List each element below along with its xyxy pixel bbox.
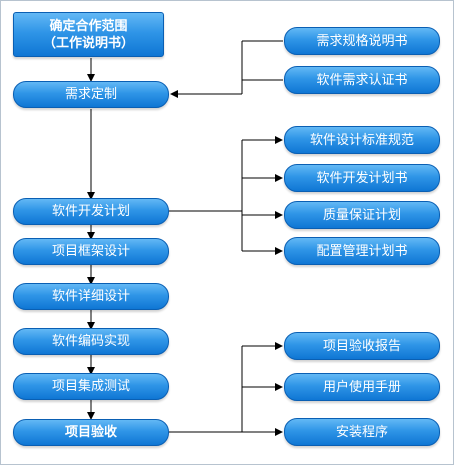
- node-req-cert: 软件需求认证书: [284, 66, 440, 94]
- node-req-spec: 需求规格说明书: [284, 27, 440, 55]
- node-software-dev-plan: 软件开发计划: [13, 198, 169, 225]
- node-detailed-design: 软件详细设计: [13, 283, 169, 310]
- node-project-acceptance: 项目验收: [13, 419, 169, 446]
- node-quality-plan: 质量保证计划: [284, 201, 440, 229]
- node-coding: 软件编码实现: [13, 328, 169, 355]
- node-config-plan: 配置管理计划书: [284, 237, 440, 265]
- node-integration-test: 项目集成测试: [13, 373, 169, 400]
- node-installer: 安装程序: [284, 418, 440, 446]
- node-acceptance-report: 项目验收报告: [284, 332, 440, 360]
- scope-box: 确定合作范围 （工作说明书）: [13, 12, 164, 57]
- node-user-manual: 用户使用手册: [284, 373, 440, 401]
- node-design-standards: 软件设计标准规范: [284, 126, 440, 154]
- scope-title: 确定合作范围: [49, 18, 128, 34]
- node-requirement-customization: 需求定制: [13, 81, 169, 108]
- node-framework-design: 项目框架设计: [13, 238, 169, 265]
- node-dev-plan-doc: 软件开发计划书: [284, 164, 440, 192]
- scope-subtitle: （工作说明书）: [42, 35, 134, 51]
